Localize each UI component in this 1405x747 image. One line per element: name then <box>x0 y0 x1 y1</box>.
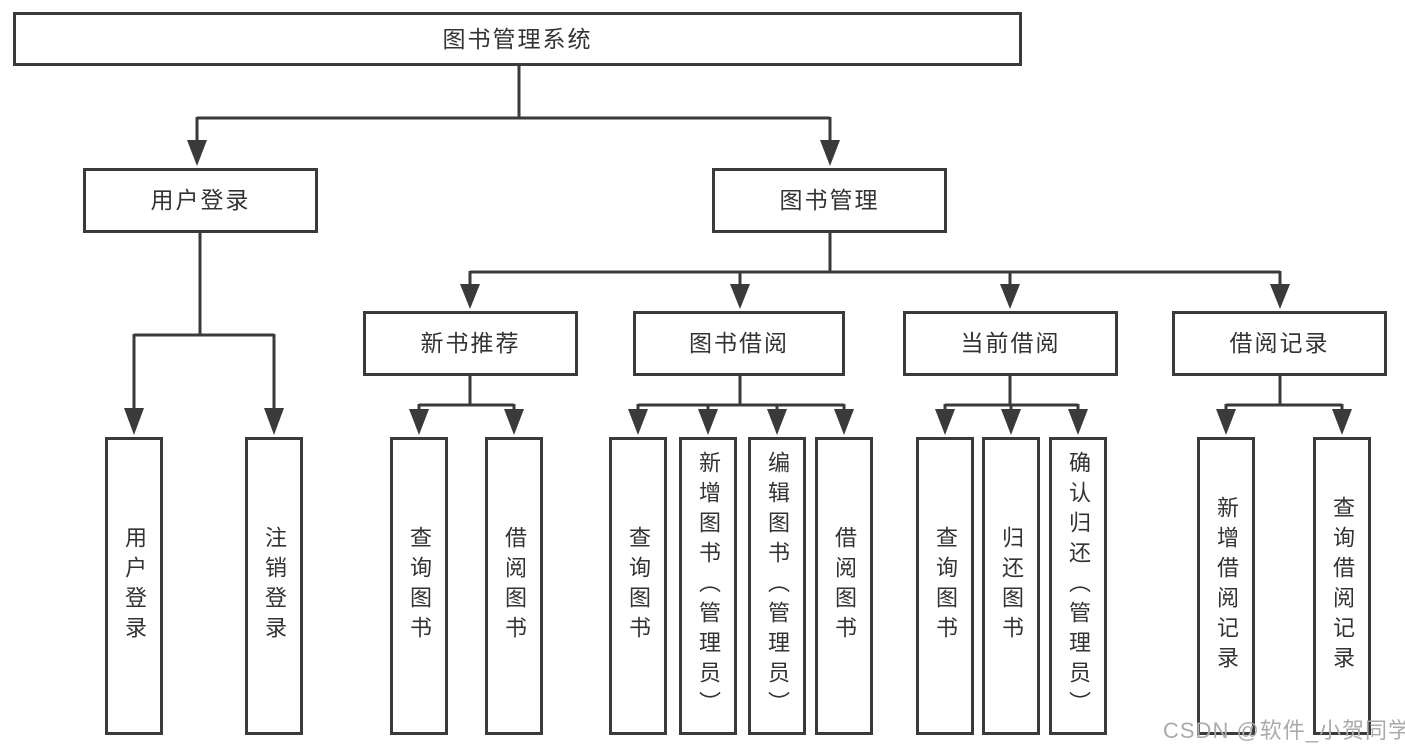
node-leaf-query-borrow-record: 查询借阅记录 <box>1313 437 1371 735</box>
node-leaf-borrow-books-1: 借阅图书 <box>485 437 543 735</box>
node-new-book-recommend: 新书推荐 <box>363 311 578 376</box>
node-leaf-add-books-admin: 新增图书（管理员） <box>679 437 737 735</box>
watermark: CSDN @软件_小贺同学 <box>1163 718 1405 743</box>
node-leaf-add-borrow-record: 新增借阅记录 <box>1197 437 1255 735</box>
node-leaf-query-books-1: 查询图书 <box>390 437 448 735</box>
node-book-management: 图书管理 <box>712 168 947 233</box>
node-leaf-borrow-books-2: 借阅图书 <box>815 437 873 735</box>
node-leaf-query-books-3: 查询图书 <box>916 437 974 735</box>
node-leaf-edit-books-admin: 编辑图书（管理员） <box>748 437 806 735</box>
node-root: 图书管理系统 <box>13 12 1022 66</box>
node-user-login: 用户登录 <box>83 168 318 233</box>
node-leaf-user-login: 用户登录 <box>105 437 163 735</box>
node-leaf-query-books-2: 查询图书 <box>609 437 667 735</box>
node-leaf-return-books: 归还图书 <box>982 437 1040 735</box>
node-book-borrowing: 图书借阅 <box>633 311 845 376</box>
arrowheads <box>124 140 1352 435</box>
node-borrowing-records: 借阅记录 <box>1172 311 1387 376</box>
node-leaf-logout: 注销登录 <box>245 437 303 735</box>
node-leaf-confirm-return-admin: 确认归还（管理员） <box>1049 437 1107 735</box>
node-current-borrowing: 当前借阅 <box>903 311 1118 376</box>
